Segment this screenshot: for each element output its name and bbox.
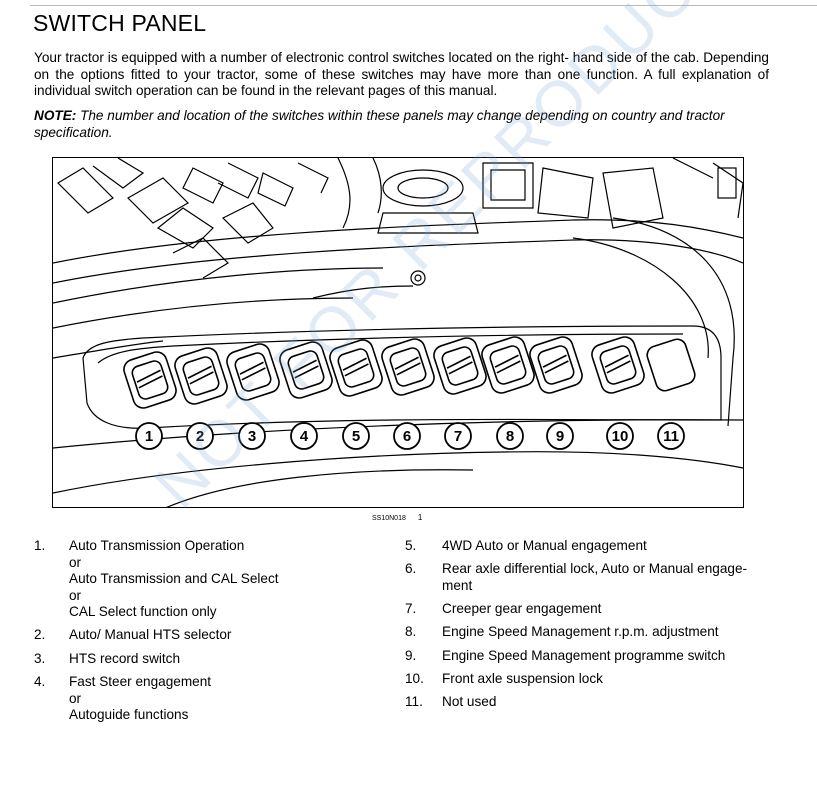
- legend-description: Engine Speed Management programme switch: [442, 648, 725, 665]
- callout-circle-6: [393, 422, 421, 450]
- callout-label-1: 1: [145, 428, 153, 445]
- legend-line: Not used: [442, 694, 497, 709]
- legend-number: 2.: [34, 627, 46, 642]
- legend-line: 4WD Auto or Manual engagement: [442, 538, 647, 553]
- callout-circle-8: [496, 422, 524, 450]
- legend-number: 4.: [34, 674, 46, 689]
- legend-description: HTS record switch: [69, 651, 180, 668]
- legend-line: HTS record switch: [69, 651, 181, 666]
- legend-number: 10.: [405, 671, 424, 686]
- legend-number: 1.: [34, 538, 46, 553]
- legend-right-item: 11. Not used: [405, 694, 785, 711]
- legend-number: 11.: [405, 694, 423, 709]
- legend-right-item: 5. 4WD Auto or Manual engagement: [405, 538, 785, 555]
- intro-paragraph: Your tractor is equipped with a number o…: [34, 50, 769, 98]
- legend-description: Not used: [442, 694, 496, 711]
- legend-line: Autoguide functions: [69, 707, 189, 722]
- figure-code: SS10N018: [372, 515, 406, 522]
- legend-number: 6.: [405, 561, 417, 576]
- legend-line: Engine Speed Management r.p.m. adjustmen…: [442, 624, 719, 639]
- legend-number: 9.: [405, 648, 417, 663]
- legend-line: Auto/ Manual HTS selector: [69, 627, 232, 642]
- legend-number: 8.: [405, 624, 417, 639]
- legend-left-item: 3. HTS record switch: [34, 651, 354, 668]
- callout-label-5: 5: [352, 428, 360, 445]
- figure-reference: SS10N018 1: [372, 513, 422, 522]
- legend-line: or: [69, 587, 82, 603]
- legend-description: Rear axle differential lock, Auto or Man…: [442, 561, 747, 594]
- note-label: NOTE:: [34, 108, 77, 123]
- legend-right-item: 9. Engine Speed Management programme swit…: [405, 648, 785, 665]
- callout-label-10: 10: [612, 428, 629, 445]
- legend-description: Engine Speed Management r.p.m. adjustmen…: [442, 624, 719, 641]
- legend-right-item: 8. Engine Speed Management r.p.m. adjustm…: [405, 624, 785, 641]
- switch-panel-illustration: 1 2 3 4 5 6 7 8 9 10 11: [52, 157, 744, 508]
- legend-line: ment: [442, 577, 473, 593]
- callout-label-4: 4: [300, 428, 309, 445]
- legend-line: Engine Speed Management programme switch: [442, 648, 726, 663]
- legend-line: Auto Transmission and CAL Select: [69, 571, 279, 586]
- legend-description: Front axle suspension lock: [442, 671, 603, 688]
- legend-line: Front axle suspension lock: [442, 671, 603, 686]
- legend-number: 3.: [34, 651, 46, 666]
- callout-circle-4: [290, 422, 318, 450]
- legend-line: CAL Select function only: [69, 604, 217, 619]
- top-rule: [30, 5, 817, 6]
- callout-label-6: 6: [403, 428, 411, 445]
- callout-label-8: 8: [506, 428, 514, 445]
- legend-description: 4WD Auto or Manual engagement: [442, 538, 647, 555]
- legend-right-item: 6. Rear axle differential lock, Auto or M…: [405, 561, 785, 594]
- callout-circle-5: [342, 422, 370, 450]
- callout-circle-11: [657, 422, 685, 450]
- figure-number: 1: [417, 513, 423, 522]
- callout-label-2: 2: [196, 428, 204, 445]
- legend-line: or: [69, 690, 82, 706]
- callout-circle-7: [444, 422, 472, 450]
- legend-line: or: [69, 554, 82, 570]
- callout-circle-2: [186, 422, 214, 450]
- callout-circle-9: [546, 422, 574, 450]
- callout-circle-10: [606, 422, 634, 450]
- callout-circle-3: [238, 422, 266, 450]
- callout-label-9: 9: [556, 428, 564, 445]
- legend-left-item: 2. Auto/ Manual HTS selector: [34, 627, 354, 644]
- legend-line: Auto Transmission Operation: [69, 538, 245, 553]
- legend-description: Creeper gear engagement: [442, 601, 601, 618]
- callout-circle-1: [135, 422, 163, 450]
- legend-right-column: 5. 4WD Auto or Manual engagement 6. Rear ax…: [405, 538, 785, 738]
- note-text: The number and location of the switches …: [34, 108, 725, 140]
- legend-line: Fast Steer engagement: [69, 674, 212, 689]
- legend-line: Rear axle differential lock, Auto or Man…: [442, 561, 748, 576]
- switch-panel-drawing: 1 2 3 4 5 6 7 8 9 10 11: [53, 158, 743, 507]
- note-paragraph: NOTE: The number and location of the swi…: [34, 108, 769, 141]
- callout-label-11: 11: [663, 428, 679, 445]
- legend-number: 7.: [405, 601, 417, 616]
- legend-right-item: 7. Creeper gear engagement: [405, 601, 785, 618]
- callout-label-7: 7: [454, 428, 462, 445]
- legend-line: Creeper gear engagement: [442, 601, 602, 616]
- legend-description: Auto/ Manual HTS selector: [69, 627, 231, 644]
- legend-number: 5.: [405, 538, 417, 553]
- page-title: SWITCH PANEL: [33, 10, 207, 36]
- callout-label-3: 3: [248, 428, 256, 445]
- legend-right-item: 10. Front axle suspension lock: [405, 671, 785, 688]
